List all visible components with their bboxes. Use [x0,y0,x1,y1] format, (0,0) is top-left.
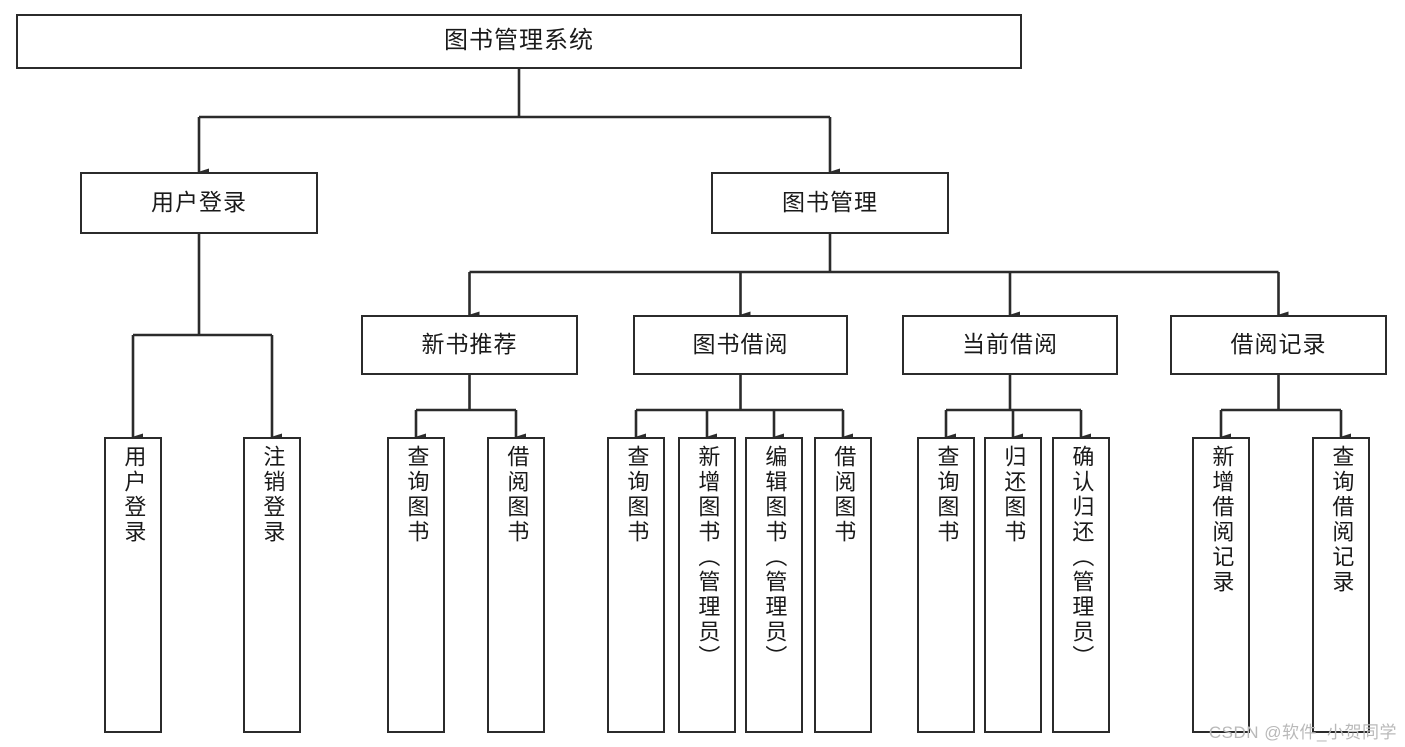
node-current-1[interactable]: 查询图书 [917,437,975,733]
node-records-1[interactable]: 新增借阅记录 [1192,437,1250,733]
node-records-2[interactable]: 查询借阅记录 [1312,437,1370,733]
node-bookmgmt[interactable]: 图书管理 [711,172,949,234]
node-label: 当前借阅 [962,331,1058,358]
node-login-1[interactable]: 用户登录 [104,437,162,733]
node-label: 借阅图书 [504,445,530,545]
node-borrow[interactable]: 图书借阅 [633,315,848,375]
node-label: 新增借阅记录 [1209,445,1235,595]
node-label: 图书管理系统 [444,27,594,55]
node-current[interactable]: 当前借阅 [902,315,1118,375]
node-borrow-2[interactable]: 新增图书（管理员） [678,437,736,733]
node-login[interactable]: 用户登录 [80,172,318,234]
node-newbook-2[interactable]: 借阅图书 [487,437,545,733]
node-label: 图书借阅 [692,331,789,358]
node-label: 新书推荐 [421,331,518,358]
node-label: 用户登录 [121,445,147,545]
node-borrow-3[interactable]: 编辑图书（管理员） [745,437,803,733]
node-current-2[interactable]: 归还图书 [984,437,1042,733]
node-label: 查询图书 [624,445,650,545]
node-label: 查询借阅记录 [1329,445,1355,595]
node-label: 查询图书 [934,445,960,545]
csdn-watermark: CSDN @软件_小贺同学 [1208,723,1397,742]
node-current-3[interactable]: 确认归还（管理员） [1052,437,1110,733]
node-label: 确认归还（管理员） [1069,445,1095,670]
node-label: 借阅记录 [1230,331,1327,358]
node-label: 借阅图书 [831,445,857,545]
node-records[interactable]: 借阅记录 [1170,315,1387,375]
node-login-2[interactable]: 注销登录 [243,437,301,733]
node-borrow-4[interactable]: 借阅图书 [814,437,872,733]
node-borrow-1[interactable]: 查询图书 [607,437,665,733]
node-label: 归还图书 [1001,445,1027,545]
node-newbook-1[interactable]: 查询图书 [387,437,445,733]
node-label: 新增图书（管理员） [695,445,721,670]
node-label: 注销登录 [260,445,286,545]
node-newbook[interactable]: 新书推荐 [361,315,578,375]
node-root[interactable]: 图书管理系统 [16,14,1022,69]
node-label: 图书管理 [782,189,878,216]
node-label: 用户登录 [151,189,247,216]
node-label: 编辑图书（管理员） [762,445,788,670]
node-label: 查询图书 [404,445,430,545]
